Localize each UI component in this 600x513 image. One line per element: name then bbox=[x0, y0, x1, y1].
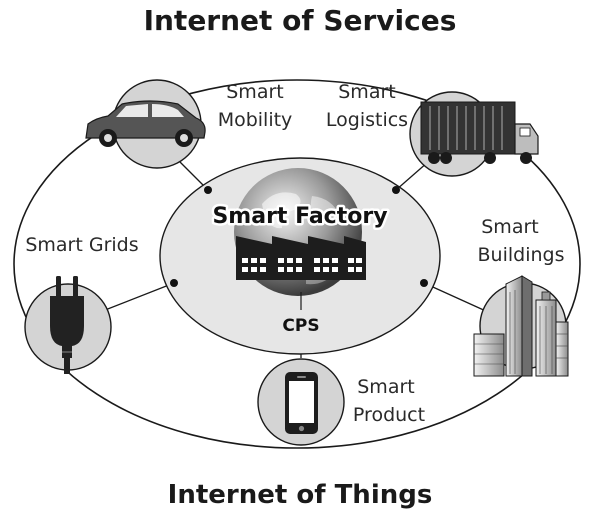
mobility-label-line2: Mobility bbox=[218, 109, 293, 131]
skyscraper-icon bbox=[473, 275, 569, 377]
dot-logistics bbox=[392, 186, 400, 194]
connector-buildings bbox=[423, 282, 489, 313]
connector-logistics bbox=[395, 161, 429, 191]
smartphone-icon bbox=[285, 372, 318, 434]
power-plug-icon bbox=[50, 276, 84, 374]
node-mobility: Smart Mobility bbox=[85, 79, 293, 169]
buildings-label-line1: Smart bbox=[481, 216, 538, 238]
logistics-label-line1: Smart bbox=[338, 81, 395, 103]
dot-buildings bbox=[420, 279, 428, 287]
node-logistics: Smart Logistics bbox=[326, 81, 539, 177]
smart-factory-title: Smart Factory bbox=[212, 204, 387, 229]
dot-grids bbox=[170, 279, 178, 287]
grids-label: Smart Grids bbox=[25, 234, 138, 256]
connector-grids bbox=[99, 282, 175, 313]
buildings-label-line2: Buildings bbox=[478, 244, 565, 266]
product-label-line1: Smart bbox=[357, 376, 414, 398]
node-grids: Smart Grids bbox=[24, 234, 139, 374]
title-internet-of-things: Internet of Things bbox=[168, 480, 433, 510]
connector-dots bbox=[170, 186, 428, 287]
dot-mobility bbox=[204, 186, 212, 194]
node-product: Smart Product bbox=[257, 358, 425, 446]
mobility-label-line1: Smart bbox=[226, 81, 283, 103]
smart-factory-title-halo: Smart Factory bbox=[212, 204, 387, 229]
logistics-label-line2: Logistics bbox=[326, 109, 408, 131]
node-buildings: Smart Buildings bbox=[473, 216, 569, 377]
title-internet-of-services: Internet of Services bbox=[144, 4, 457, 37]
cps-label: CPS bbox=[282, 316, 319, 336]
car-icon bbox=[85, 100, 206, 147]
product-label-line2: Product bbox=[353, 404, 425, 426]
truck-icon bbox=[420, 101, 539, 164]
factory-icon bbox=[236, 236, 366, 280]
